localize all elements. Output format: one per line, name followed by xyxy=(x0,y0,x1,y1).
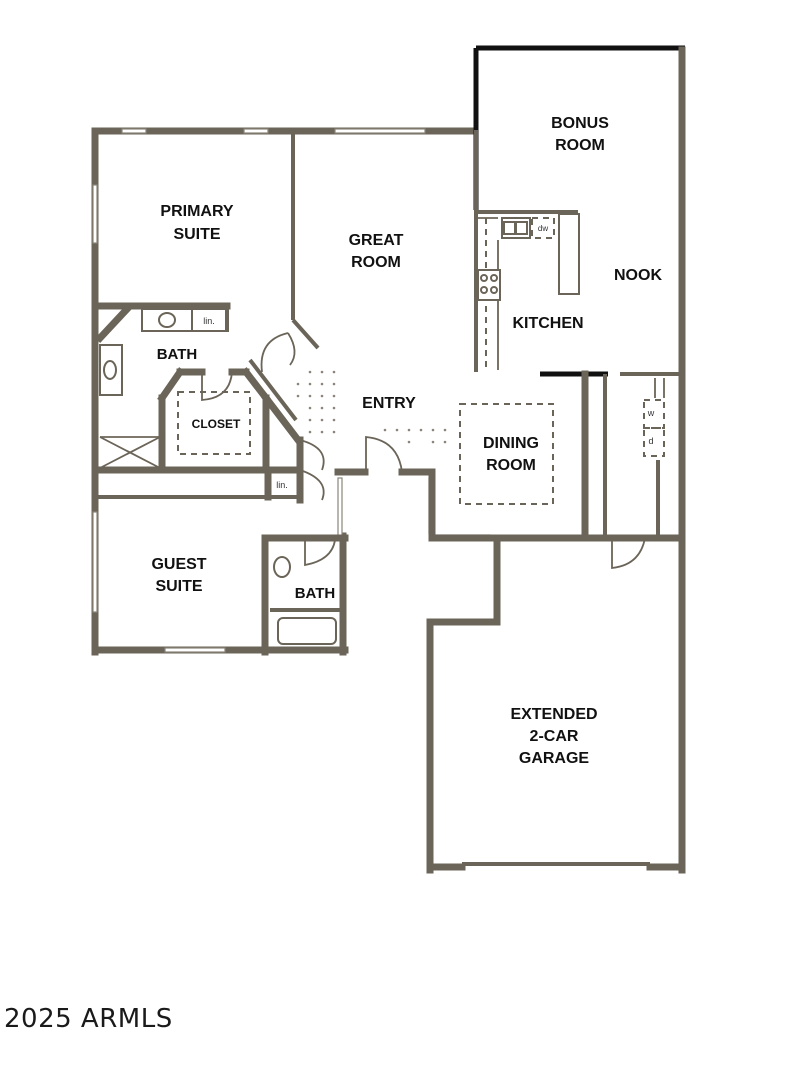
washer-label: w xyxy=(647,408,655,418)
doors xyxy=(201,332,646,570)
garage-label-3: GARAGE xyxy=(519,750,590,767)
primary-bath-label: BATH xyxy=(157,346,198,363)
entry-label: ENTRY xyxy=(362,395,416,412)
room-labels: PRIMARY SUITE GREAT ROOM BONUS ROOM NOOK… xyxy=(151,115,662,767)
great-room-label-2: ROOM xyxy=(351,254,401,271)
nook-label: NOOK xyxy=(614,267,662,284)
guest-bath-fixtures xyxy=(273,556,337,645)
garage-label-1: EXTENDED xyxy=(510,706,597,723)
bonus-room-label-2: ROOM xyxy=(555,137,605,154)
copyright-watermark: 2025 ARMLS xyxy=(4,1004,173,1034)
fixture-labels: lin. lin. dw w d xyxy=(203,224,655,490)
dryer-label: d xyxy=(648,436,653,446)
bonus-room-label-1: BONUS xyxy=(551,115,609,132)
linen-hall-label: lin. xyxy=(276,480,288,490)
great-room-label-1: GREAT xyxy=(349,232,404,249)
guest-suite-label-1: GUEST xyxy=(151,556,206,573)
linen-primary-label: lin. xyxy=(203,316,215,326)
entry-floor-pattern xyxy=(296,370,447,444)
interior-walls xyxy=(93,130,686,656)
closet-label: CLOSET xyxy=(192,417,241,431)
primary-suite-label-2: SUITE xyxy=(173,226,220,243)
dishwasher-label: dw xyxy=(538,224,548,233)
guest-bath-label: BATH xyxy=(295,585,336,602)
garage-label-2: 2-CAR xyxy=(530,728,579,745)
laundry-fixtures xyxy=(643,378,665,457)
dining-room-label-2: ROOM xyxy=(486,457,536,474)
primary-bath-fixtures xyxy=(99,308,251,469)
kitchen-label: KITCHEN xyxy=(512,315,583,332)
primary-suite-label-1: PRIMARY xyxy=(160,203,234,220)
guest-suite-label-2: SUITE xyxy=(155,578,202,595)
exterior-walls xyxy=(91,45,686,874)
kitchen-fixtures xyxy=(459,213,580,505)
dining-room-label-1: DINING xyxy=(483,435,539,452)
